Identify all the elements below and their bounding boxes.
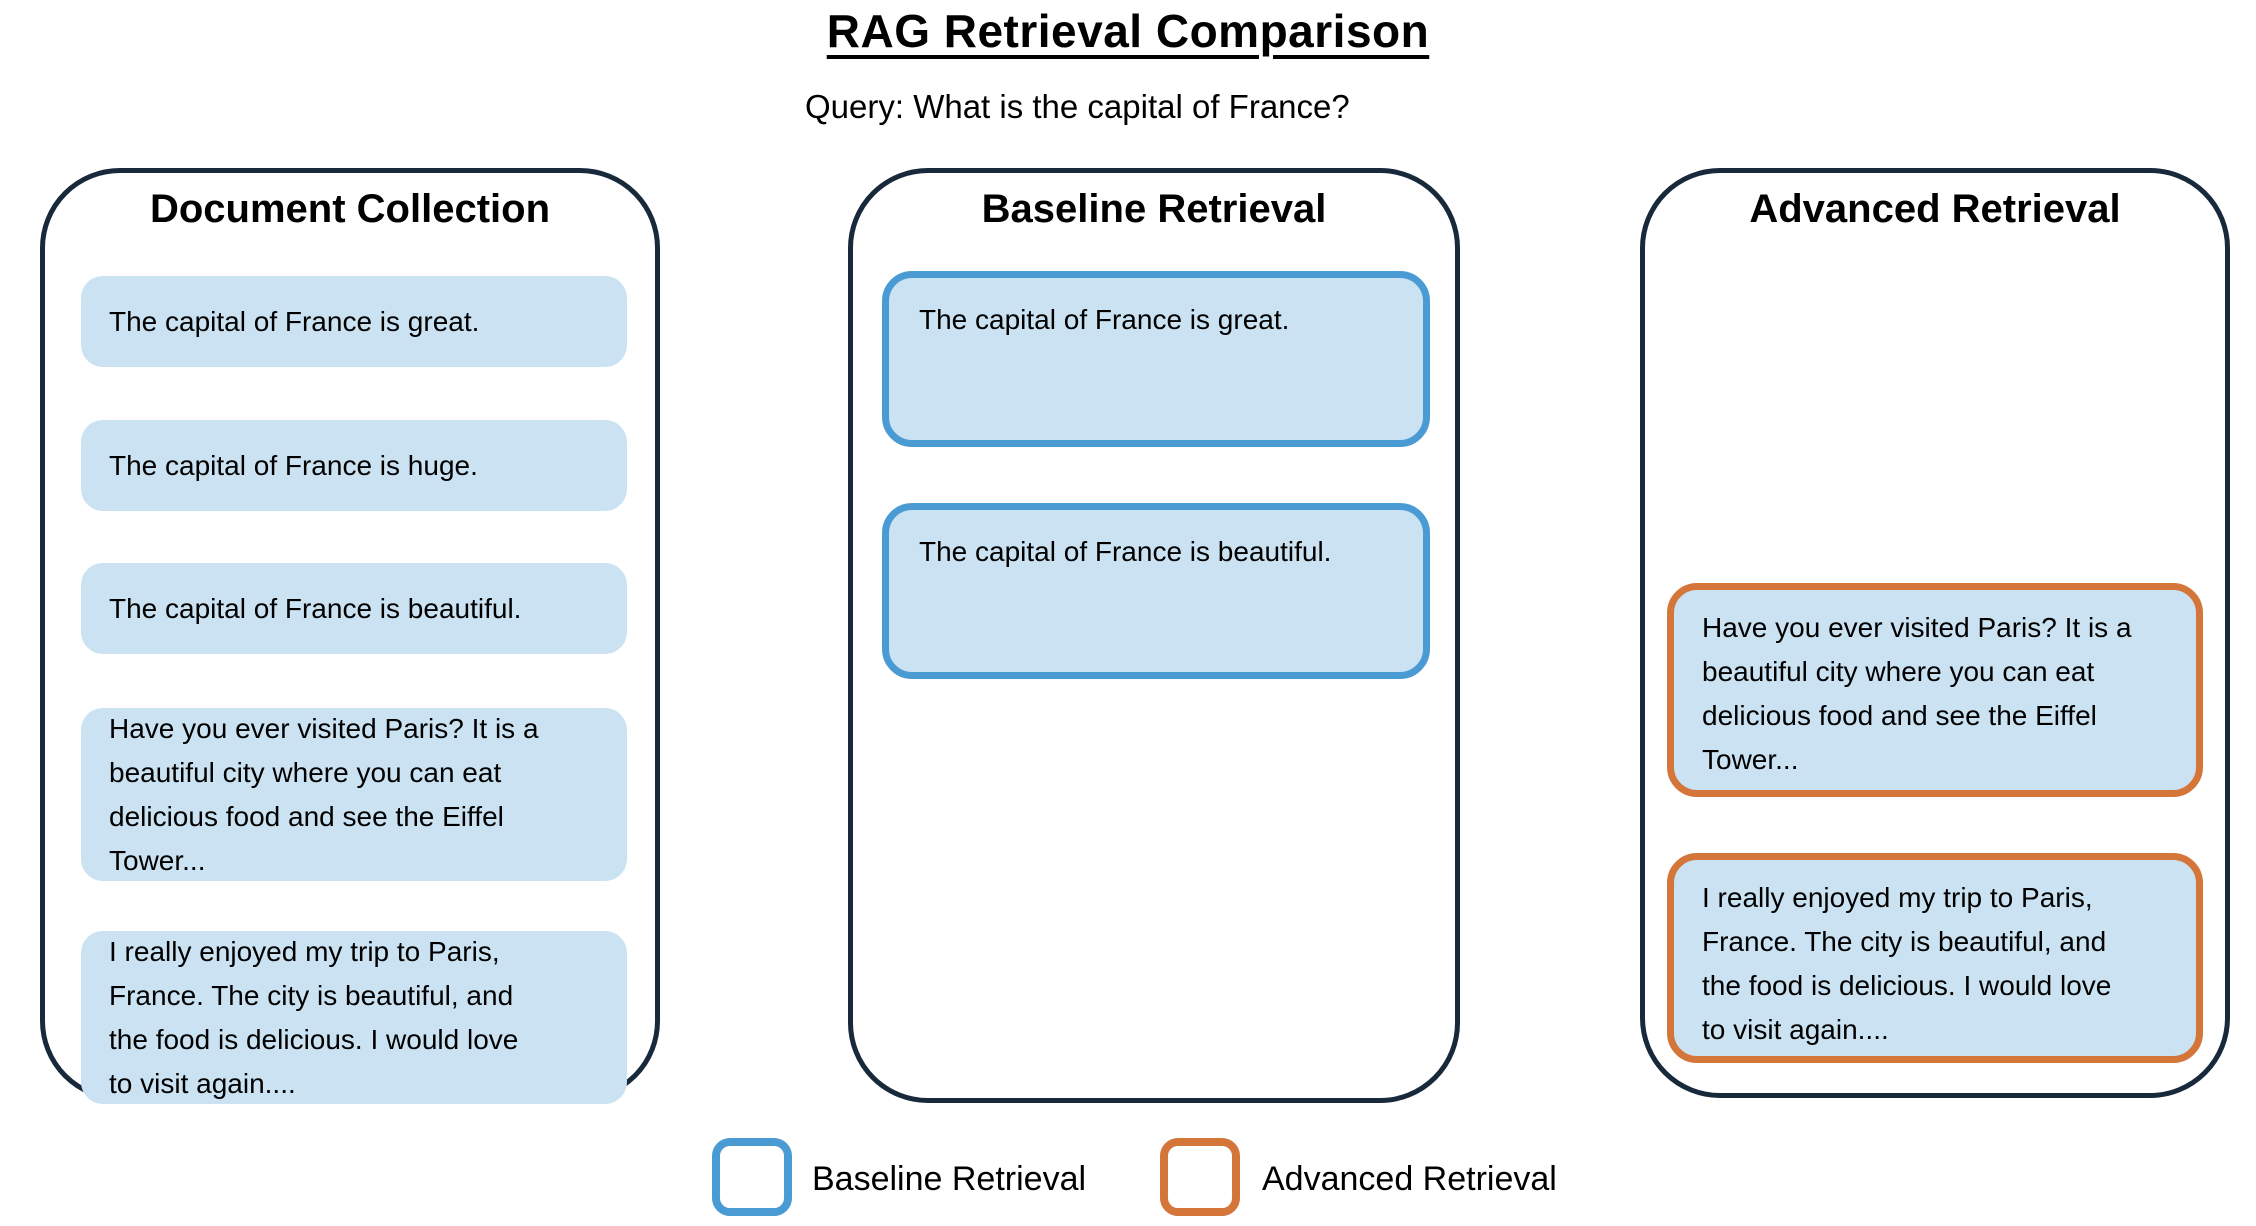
- advanced-result-card: Have you ever visited Paris? It is a bea…: [1667, 583, 2203, 797]
- document-card-text: The capital of France is huge.: [109, 449, 478, 481]
- document-card: The capital of France is beautiful.: [81, 563, 627, 654]
- document-card: I really enjoyed my trip to Paris, Franc…: [81, 931, 627, 1104]
- document-card-text: The capital of France is great.: [109, 305, 480, 337]
- document-card-text: The capital of France is beautiful.: [109, 592, 522, 624]
- panel-heading-baseline-retrieval: Baseline Retrieval: [981, 187, 1327, 231]
- legend-advanced-label: Advanced Retrieval: [1262, 1160, 1557, 1198]
- document-card-text: I really enjoyed my trip to Paris, Franc…: [109, 935, 519, 1099]
- document-card: Have you ever visited Paris? It is a bea…: [81, 708, 627, 881]
- document-card: The capital of France is huge.: [81, 420, 627, 511]
- document-card-text: Have you ever visited Paris? It is a bea…: [109, 712, 539, 876]
- legend-baseline-swatch: [712, 1138, 792, 1216]
- baseline-result-card: The capital of France is beautiful.: [882, 503, 1430, 679]
- panel-document-collection: Document Collection The capital of Franc…: [40, 168, 660, 1104]
- legend-advanced-swatch: [1160, 1138, 1240, 1216]
- query-text: Query: What is the capital of France?: [805, 88, 1350, 125]
- panel-heading-advanced-retrieval: Advanced Retrieval: [1749, 187, 2121, 231]
- advanced-result-card: I really enjoyed my trip to Paris, Franc…: [1667, 853, 2203, 1063]
- panel-baseline-retrieval: Baseline Retrieval The capital of France…: [848, 168, 1460, 1103]
- advanced-result-card-text: I really enjoyed my trip to Paris, Franc…: [1702, 882, 2112, 1045]
- document-card: The capital of France is great.: [81, 276, 627, 367]
- legend-baseline-label: Baseline Retrieval: [812, 1160, 1087, 1198]
- baseline-result-card: The capital of France is great.: [882, 271, 1430, 447]
- panel-advanced-retrieval: Advanced Retrieval Have you ever visited…: [1640, 168, 2230, 1098]
- advanced-result-card-text: Have you ever visited Paris? It is a bea…: [1702, 612, 2132, 775]
- page-title: RAG Retrieval Comparison: [826, 5, 1430, 57]
- baseline-result-card-text: The capital of France is beautiful.: [919, 536, 1332, 567]
- panel-heading-document-collection: Document Collection: [149, 187, 551, 231]
- baseline-result-card-text: The capital of France is great.: [919, 304, 1290, 335]
